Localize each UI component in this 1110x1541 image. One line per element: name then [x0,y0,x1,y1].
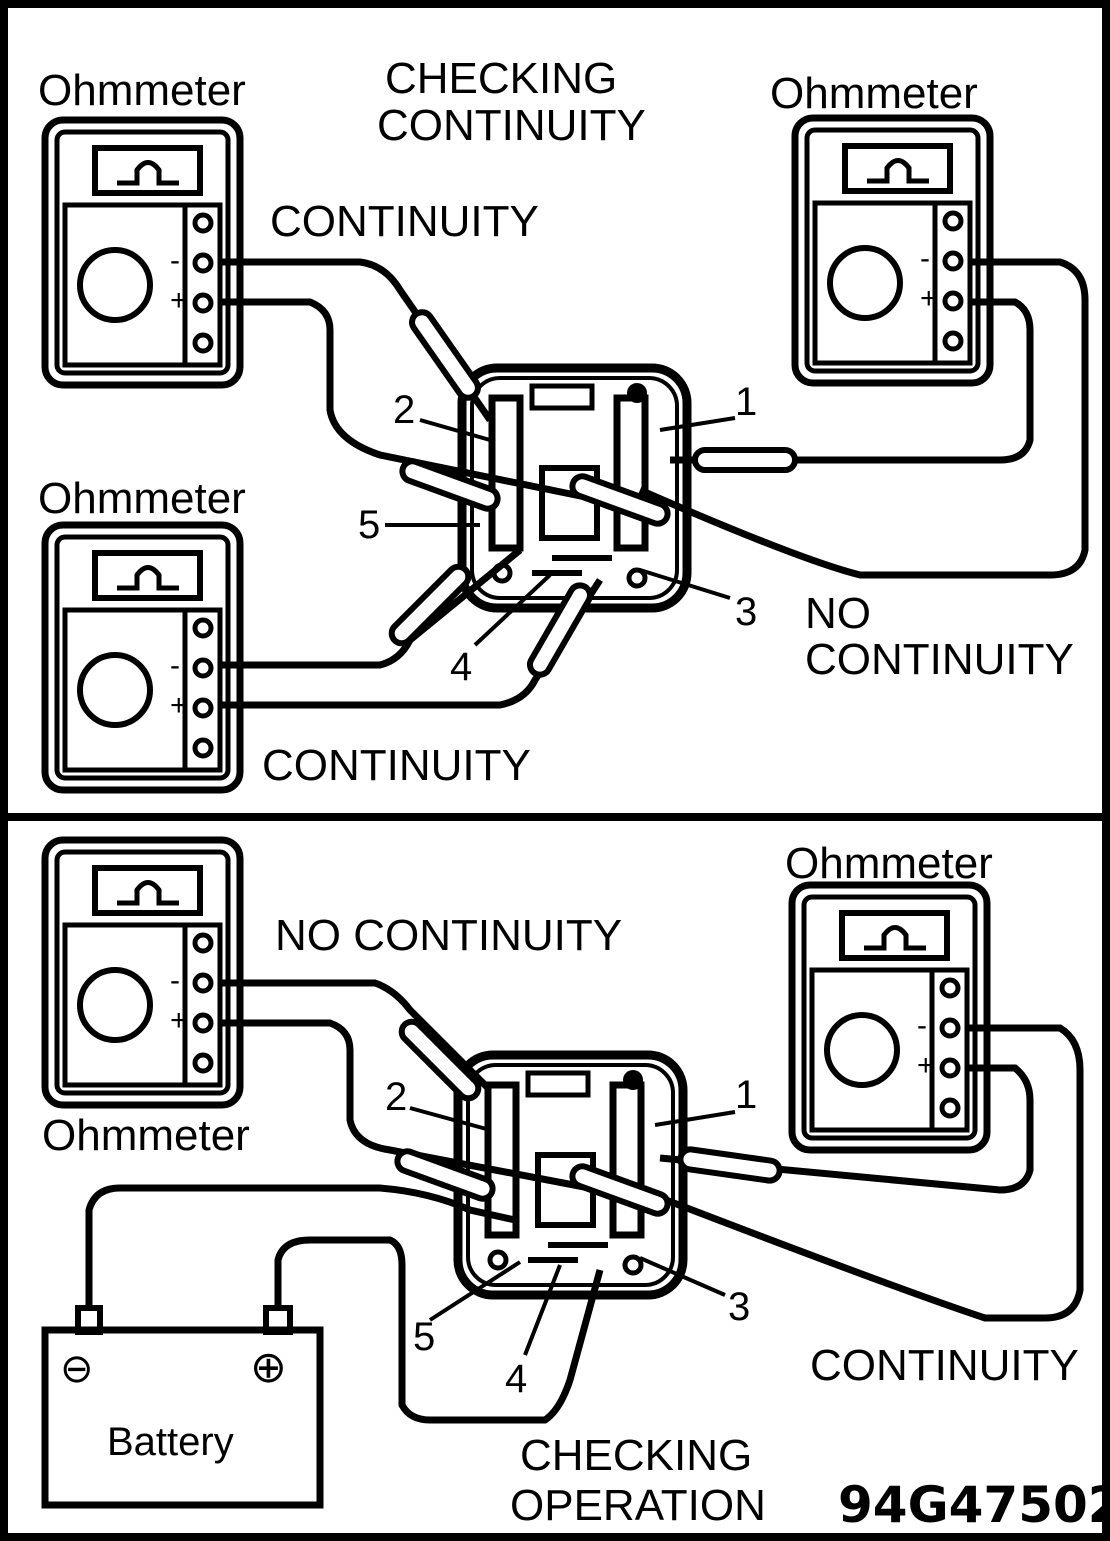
wire-battery-neg [85,1184,516,1308]
leader-3-bottom [639,1256,726,1297]
continuity-label-upper: CONTINUITY [270,197,539,246]
leader-5-bottom [428,1260,522,1322]
bottom-panel: NO CONTINUITY Ohmmeter Ohmmeter CONTINUI… [41,839,1110,1534]
ohmmeter-top-bottom [45,525,240,790]
wire-top-left-pos [220,298,601,504]
wire-top-right-neg [638,258,1089,579]
leader-1-top [659,416,736,432]
minus-glyph-4: - [170,964,180,997]
terminal-label-2-top: 2 [393,388,415,432]
plus-glyph-2: + [920,282,938,315]
terminal-label-2-bottom: 2 [385,1075,407,1119]
top-panel: Ohmmeter CHECKING CONTINUITY Ohmmeter CO… [38,54,1089,790]
plus-glyph-1: + [170,284,188,317]
terminal-label-5-top: 5 [358,503,380,547]
figure-code: 94G47502 [838,1476,1110,1534]
wire-bottom-right-pos [659,1064,1034,1194]
checking-continuity-title-line1: CHECKING [385,54,617,103]
probe-top-1 [408,308,482,401]
ohmmeter-top-left [45,120,240,385]
leader-3-top [639,568,731,600]
minus-glyph-1: - [170,244,180,277]
wire-battery-pos [274,1236,604,1424]
terminal-label-4-top: 4 [450,645,472,689]
wire-top-left-neg [220,258,493,422]
ohmmeter-bottom-right [792,885,987,1150]
minus-glyph-3: - [170,649,180,682]
no-continuity-label-line1: NO [805,589,871,638]
leader-4-bottom [523,1264,562,1356]
wire-top-right-pos [670,298,1034,464]
ohmmeter-label-bottom-left: Ohmmeter [42,1111,250,1160]
ohmmeter-top-right [795,118,990,383]
probe-bottom-3 [679,1148,781,1182]
leader-2-top [419,418,491,442]
continuity-label-bottom: CONTINUITY [810,1341,1079,1390]
terminal-label-3-bottom: 3 [728,1285,750,1329]
battery-positive-terminal-icon: ⊕ [250,1343,287,1392]
ohmmeter-label-top-bottom: Ohmmeter [38,474,246,523]
wire-bottom-right-neg [638,1024,1084,1322]
battery-negative-terminal-icon: ⊖ [60,1347,94,1391]
ohmmeter-bottom-left [45,840,240,1105]
probe-top-5 [388,563,473,648]
meter-polarity-glyphs: - + - + - + - + - + [170,242,938,1082]
minus-glyph-5: - [917,1009,927,1042]
no-continuity-label-bottom: NO CONTINUITY [275,911,622,960]
terminal-label-1-bottom: 1 [735,1073,757,1117]
minus-glyph-2: - [920,242,930,275]
terminal-label-4-bottom: 4 [505,1357,527,1401]
ohmmeter-label-top-right: Ohmmeter [770,69,978,118]
leader-1-bottom [654,1110,736,1127]
checking-operation-title-line2: OPERATION [510,1481,766,1530]
leader-2-bottom [409,1106,491,1132]
ohmmeter-label-bottom-right: Ohmmeter [785,839,993,888]
continuity-label-lower: CONTINUITY [262,741,531,790]
checking-operation-title-line1: CHECKING [520,1431,752,1480]
wire-bottom-left-pos [220,1019,601,1194]
plus-glyph-5: + [917,1049,935,1082]
probe-top-3 [695,450,795,470]
wire-bottom-left-neg [220,979,493,1093]
leader-4-top [473,573,552,647]
plus-glyph-3: + [170,689,188,722]
terminal-label-5-bottom: 5 [413,1315,435,1359]
battery-label: Battery [107,1420,234,1464]
no-continuity-label-line2: CONTINUITY [805,635,1074,684]
terminal-label-3-top: 3 [735,590,757,634]
terminal-label-1-top: 1 [735,380,757,424]
wire-top-bottom-neg [220,547,523,669]
battery: ⊖ ⊕ Battery [41,1305,324,1509]
probe-bottom-4 [570,1164,671,1217]
wire-top-bottom-pos [220,578,603,709]
plus-glyph-4: + [170,1004,188,1037]
ohmmeter-label-top-left: Ohmmeter [38,66,246,115]
checking-continuity-title-line2: CONTINUITY [377,101,646,150]
